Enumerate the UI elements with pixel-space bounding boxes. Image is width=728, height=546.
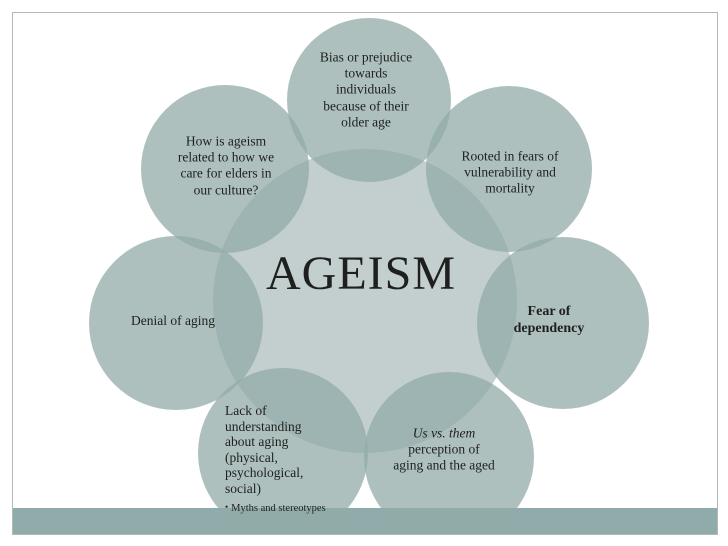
node-line: social) [225,480,261,496]
node-line: because of their [323,98,409,114]
node-line: dependency [513,321,585,336]
circle-lack-understanding [198,368,368,534]
circle-fear-dependency [477,237,649,409]
node-line: our culture? [193,182,259,198]
footer-accent-bar [13,508,717,534]
node-line: psychological, [225,465,304,481]
circle-denial [89,236,263,410]
node-line: towards [344,65,388,81]
center-title: AGEISM [266,250,456,298]
node-line: Us vs. them [412,425,476,441]
node-label-denial: Denial of aging [131,313,215,329]
node-line: about aging [225,434,289,450]
node-line: understanding [225,418,302,434]
node-line: Lack of [225,403,267,418]
node-line: How is ageism [185,133,267,149]
node-line: individuals [335,81,396,97]
node-line: Bias or prejudice [319,49,413,65]
node-label-us-vs-them: Us vs. them perception of aging and the … [393,426,495,475]
circle-elder-care-question [141,85,309,253]
slide-canvas: AGEISM Bias or prejudice towards individ… [12,12,718,535]
node-line: perception of [408,441,480,457]
node-line: Fear of [527,304,571,320]
circle-bias-prejudice [287,18,451,182]
circle-us-vs-them [364,372,534,534]
node-label-bias-prejudice: Bias or prejudice towards individuals be… [320,50,412,131]
node-line: mortality [485,181,535,197]
node-label-rooted-fears: Rooted in fears of vulnerability and mor… [461,149,558,198]
node-line: older age [341,114,391,130]
node-line: related to how we [177,149,275,165]
node-label-elder-care-question: How is ageism related to how we care for… [178,134,274,199]
bullet-icon: • [225,502,229,513]
center-title-text: AGEISM [265,247,457,300]
node-line: vulnerability and [464,164,556,180]
node-label-lack-understanding: Lack of understanding about aging (physi… [225,403,355,515]
circle-rooted-fears [426,86,592,252]
node-line: (physical, [225,449,278,465]
node-line: aging and the aged [393,458,495,474]
node-line: Rooted in fears of [461,148,559,164]
node-bullet-line: •Myths and stereotypes [225,502,355,515]
node-label-fear-dependency: Fear of dependency [514,304,585,338]
node-line: Denial of aging [131,312,215,328]
node-line: care for elders in [180,166,272,181]
node-bullet-text: Myths and stereotypes [231,503,326,515]
